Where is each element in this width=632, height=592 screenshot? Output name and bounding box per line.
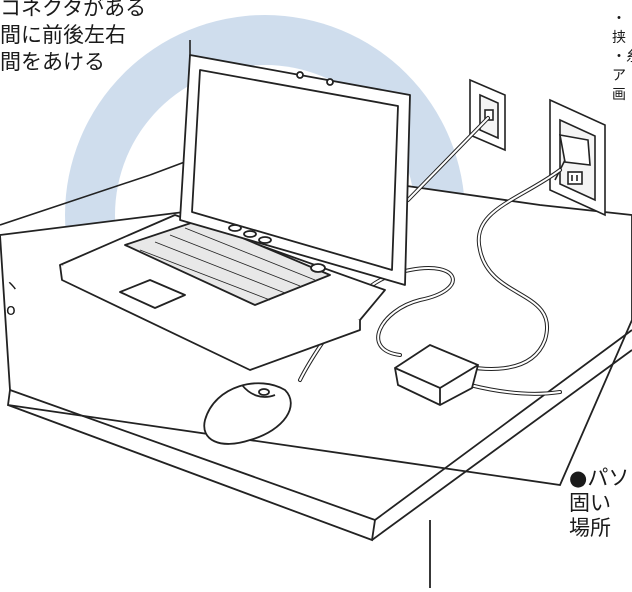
caption-line: 場所 <box>569 516 611 541</box>
caption-left-mark: ヽ <box>4 276 21 295</box>
caption-line: 間に前後左右 <box>0 23 126 47</box>
caption-line: 挟 <box>612 29 626 46</box>
caption-line: ア <box>612 67 626 84</box>
caption-line: ・ <box>612 11 626 27</box>
caption-line: ●パソ <box>569 466 630 490</box>
caption-line: 画 <box>612 86 626 103</box>
caption-left-mark: o <box>6 300 16 319</box>
mouse <box>203 382 292 445</box>
caption-line: コネクタがある <box>0 0 147 20</box>
ac-adapter <box>394 343 480 407</box>
caption-bottom-right: ●パソ 固い 場所 <box>569 466 629 542</box>
caption-line: 固い <box>569 491 611 516</box>
caption-top-left: コネクタがある 間に前後左右 間をあける <box>0 0 146 77</box>
laptop <box>59 54 411 371</box>
caption-top-right: ・ 挟 ・糸 ア 画 <box>612 10 632 104</box>
power-outlet-icon <box>549 98 606 217</box>
caption-line: 間をあける <box>0 50 105 74</box>
caption-line: ・糸 <box>612 48 632 65</box>
phone-jack-icon <box>469 78 506 152</box>
